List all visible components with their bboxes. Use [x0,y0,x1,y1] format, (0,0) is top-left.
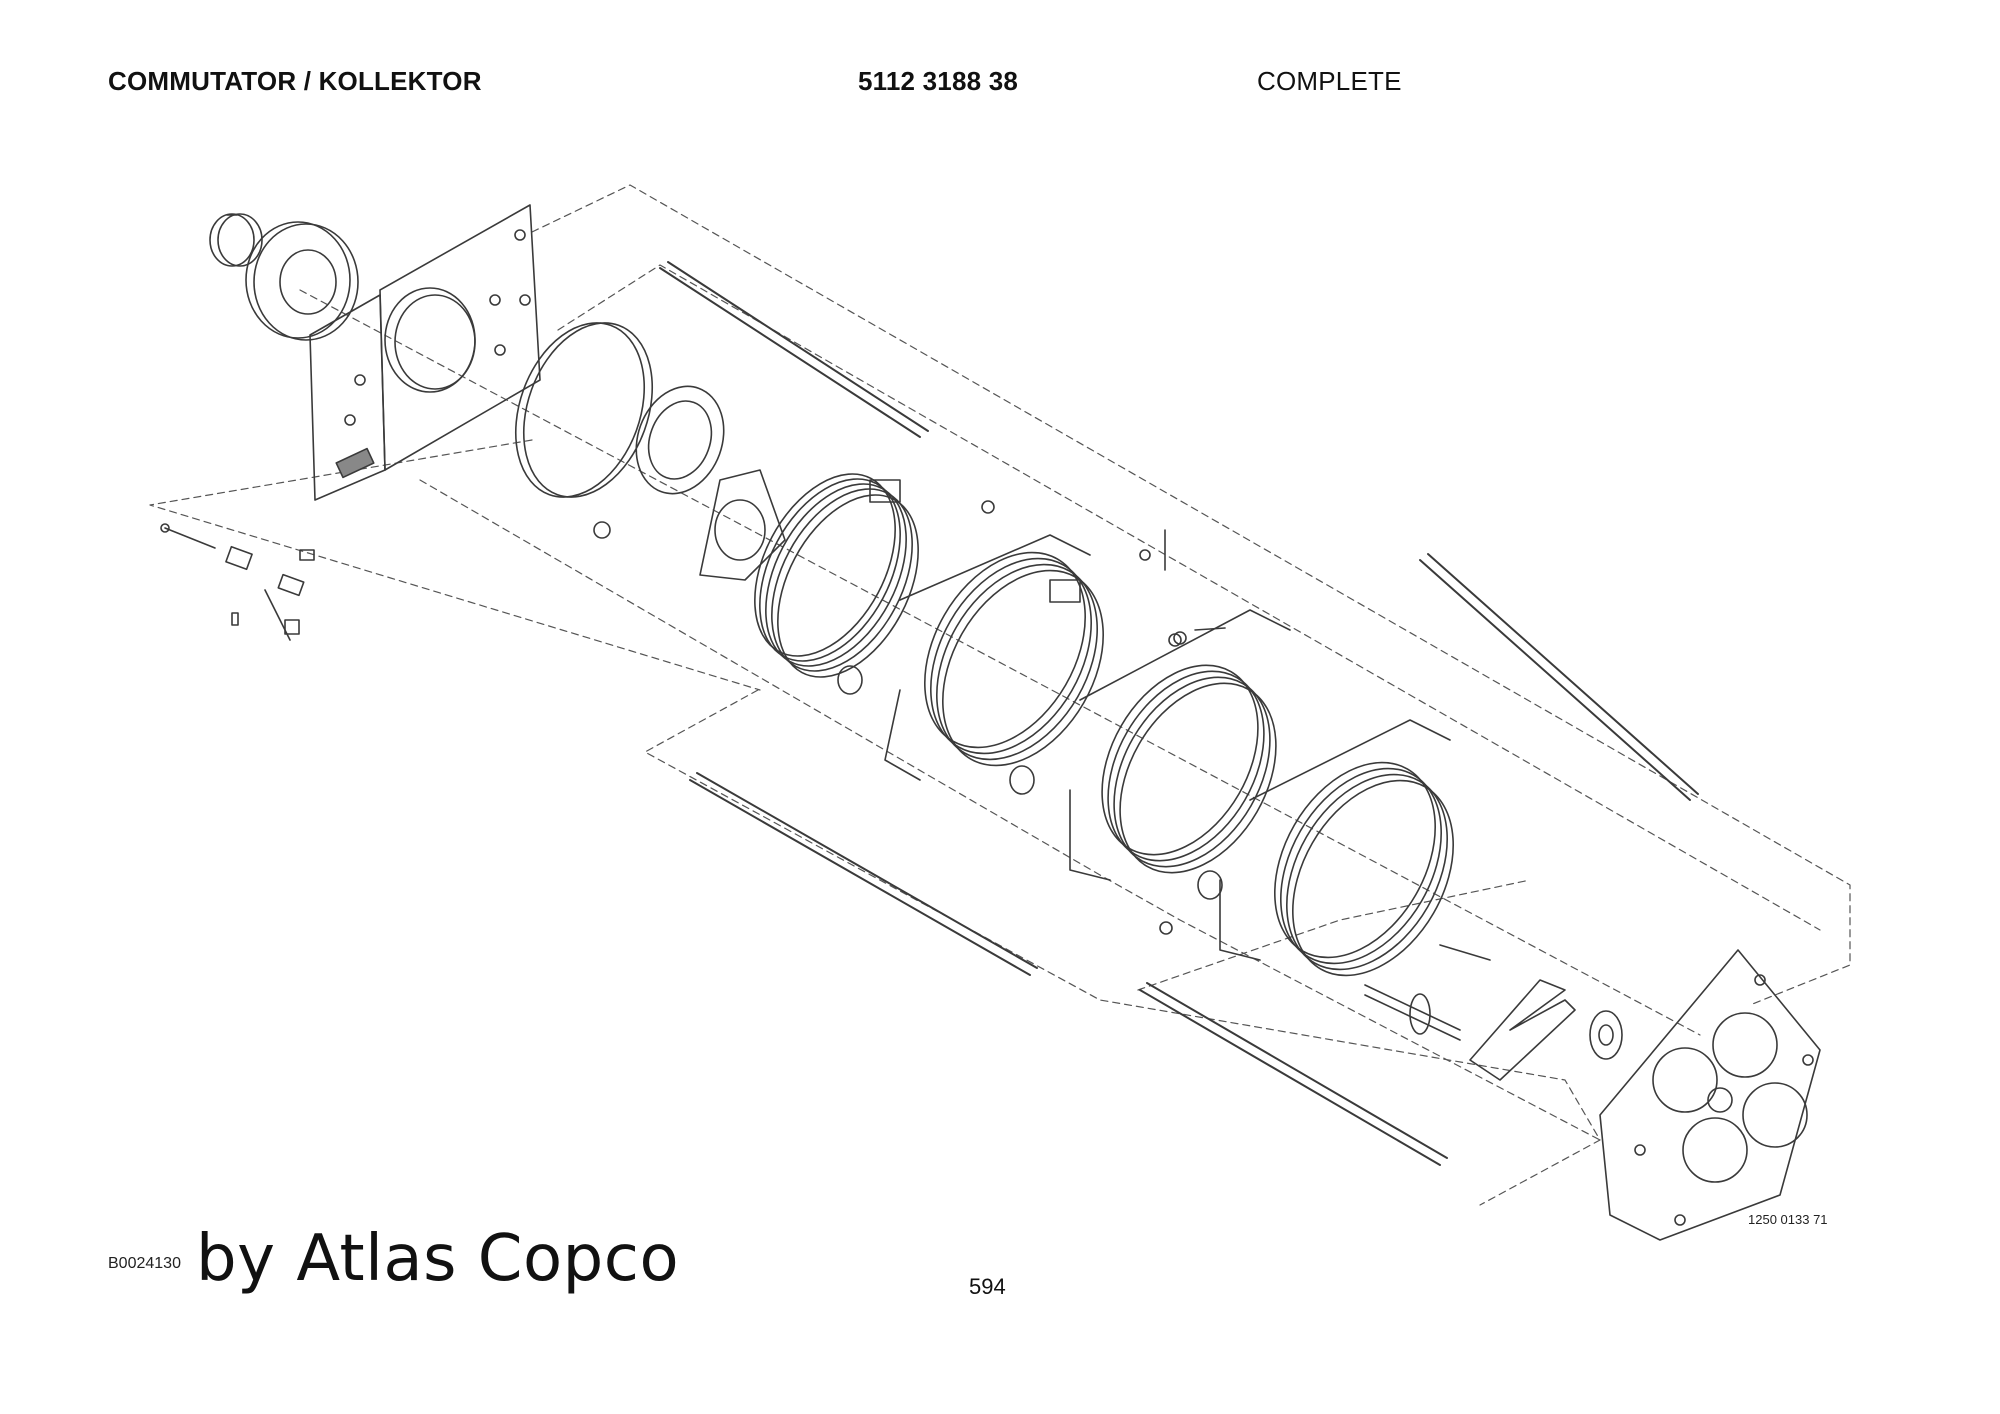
assembly-status: COMPLETE [1257,66,1402,96]
brush-bracket-3 [1219,719,1451,961]
end-plate [1599,949,1821,1241]
page-number: 594 [969,1274,1006,1299]
tie-rods [659,261,1699,1166]
brush-holder-assembly [160,523,315,641]
insulator-disk [514,322,786,581]
brand-text: by Atlas Copco [196,1222,680,1296]
brush-bracket-2 [1049,579,1291,881]
commutator-sleeve [209,213,263,267]
drive-shaft [1364,944,1491,1041]
commutator-ring-4 [1274,761,1454,977]
bearing-hub [1589,1010,1623,1060]
commutator-ring-2 [924,551,1104,767]
cover-ring [245,221,359,341]
commutator-ring-3 [1101,664,1277,874]
support-bracket [1469,979,1576,1081]
assembly-guide-lines [149,184,1851,1206]
page-title: COMMUTATOR / KOLLEKTOR [108,66,482,96]
commutator-ring-1 [754,473,919,678]
brush-bracket-1 [869,479,1091,781]
part-number: 5112 3188 38 [858,66,1019,96]
mounting-plate [309,204,541,501]
spacer-washers [837,500,1226,935]
document-id: B0024130 [108,1255,181,1272]
drawing-number: 1250 0133 71 [1748,1212,1828,1227]
